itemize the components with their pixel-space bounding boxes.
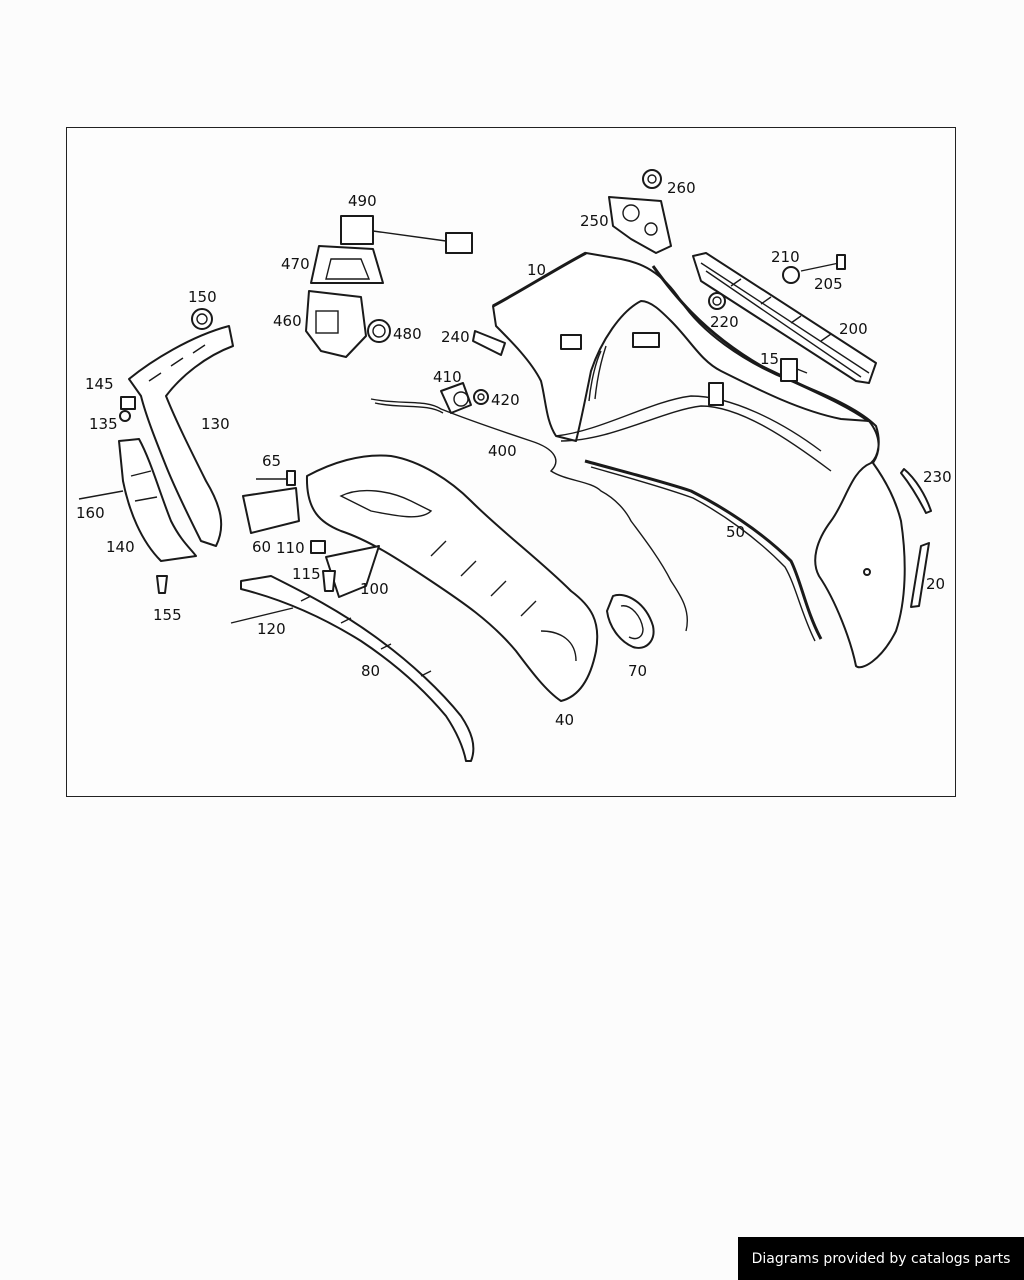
callout-155: 155	[153, 606, 182, 624]
part-80-reinforcement	[240, 575, 475, 762]
callout-70: 70	[628, 662, 647, 680]
part-210-washer	[782, 266, 800, 284]
part-480-grommet	[367, 319, 391, 343]
callout-15: 15	[760, 350, 779, 368]
part-130-side-bracket	[128, 325, 234, 547]
callout-115: 115	[292, 565, 321, 583]
callout-145: 145	[85, 375, 114, 393]
callout-210: 210	[771, 248, 800, 266]
part-160-rod	[78, 490, 124, 500]
parts-diagram-frame: 10 15 20 40 50 60 65 70 80 100 110 115 1…	[66, 127, 956, 797]
part-205-bolt	[800, 254, 846, 272]
part-490-harness	[340, 215, 473, 254]
callout-420: 420	[491, 391, 520, 409]
part-140-side-bracket	[118, 438, 197, 562]
callout-260: 260	[667, 179, 696, 197]
callout-240: 240	[441, 328, 470, 346]
part-230-reflector	[900, 468, 932, 514]
callout-250: 250	[580, 212, 609, 230]
callout-80: 80	[361, 662, 380, 680]
part-15-clip	[780, 358, 808, 382]
callout-470: 470	[281, 255, 310, 273]
part-470-cover	[310, 245, 384, 284]
callout-130: 130	[201, 415, 230, 433]
callout-50: 50	[726, 523, 745, 541]
callout-230: 230	[923, 468, 952, 486]
part-60-side-trim	[242, 487, 300, 534]
part-65-pin	[256, 470, 296, 486]
part-410-sensor	[440, 382, 472, 414]
callout-110: 110	[276, 539, 305, 557]
part-150-grommet	[191, 308, 213, 330]
part-10-bumper-cover	[492, 251, 906, 669]
callout-10: 10	[527, 261, 546, 279]
part-135-nut	[119, 410, 131, 422]
part-40-diffuser	[305, 454, 599, 702]
callout-40: 40	[555, 711, 574, 729]
part-250-bracket	[608, 196, 672, 254]
part-220-grommet	[708, 292, 726, 310]
part-70-holder	[606, 593, 655, 649]
part-20-reflector	[910, 542, 930, 608]
callout-460: 460	[273, 312, 302, 330]
callout-490: 490	[348, 192, 377, 210]
part-50-trim-strip	[584, 459, 823, 642]
callout-400: 400	[488, 442, 517, 460]
callout-135: 135	[89, 415, 118, 433]
part-260-nut	[642, 169, 662, 189]
parts-diagram: 10 15 20 40 50 60 65 70 80 100 110 115 1…	[76, 169, 952, 762]
credit-text: Diagrams provided by catalogs parts	[751, 1250, 1011, 1267]
callout-100: 100	[360, 580, 389, 598]
part-120-rod	[230, 607, 294, 624]
part-420-ring	[473, 389, 489, 405]
callout-205: 205	[814, 275, 843, 293]
part-200-reinforcement	[692, 252, 877, 384]
part-155-screw	[156, 575, 168, 594]
part-145-clip	[120, 396, 136, 410]
credit-badge: Diagrams provided by catalogs parts	[738, 1237, 1024, 1280]
callout-120: 120	[257, 620, 286, 638]
callout-480: 480	[393, 325, 422, 343]
part-115-screw	[322, 570, 336, 592]
callout-140: 140	[106, 538, 135, 556]
callout-60: 60	[252, 538, 271, 556]
callout-410: 410	[433, 368, 462, 386]
callout-20: 20	[926, 575, 945, 593]
part-460-bracket	[305, 290, 367, 358]
part-240-trim	[472, 330, 506, 356]
callout-150: 150	[188, 288, 217, 306]
part-110-clip	[310, 540, 326, 554]
callout-labels: 10 15 20 40 50 60 65 70 80 100 110 115 1…	[76, 179, 952, 729]
callout-65: 65	[262, 452, 281, 470]
callout-200: 200	[839, 320, 868, 338]
callout-160: 160	[76, 504, 105, 522]
part-400-wiring-harness	[370, 398, 688, 632]
callout-220: 220	[710, 313, 739, 331]
